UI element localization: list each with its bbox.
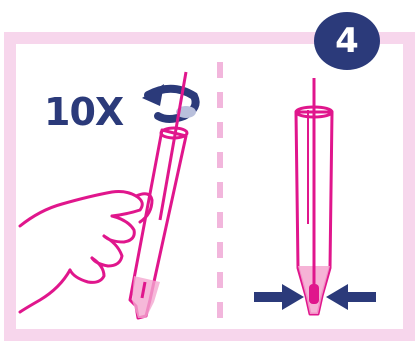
step-number: 4 (314, 12, 380, 70)
panel-border (10, 38, 409, 335)
squeeze-arrow-left-icon (254, 284, 304, 310)
rotate-arrow-icon (142, 84, 196, 119)
squeeze-arrow-right-icon (326, 284, 376, 310)
swab-tube-icon (296, 78, 332, 314)
repeat-count-label: 10X (44, 90, 123, 134)
swab-tube-icon (130, 128, 187, 318)
right-scene (254, 78, 376, 314)
